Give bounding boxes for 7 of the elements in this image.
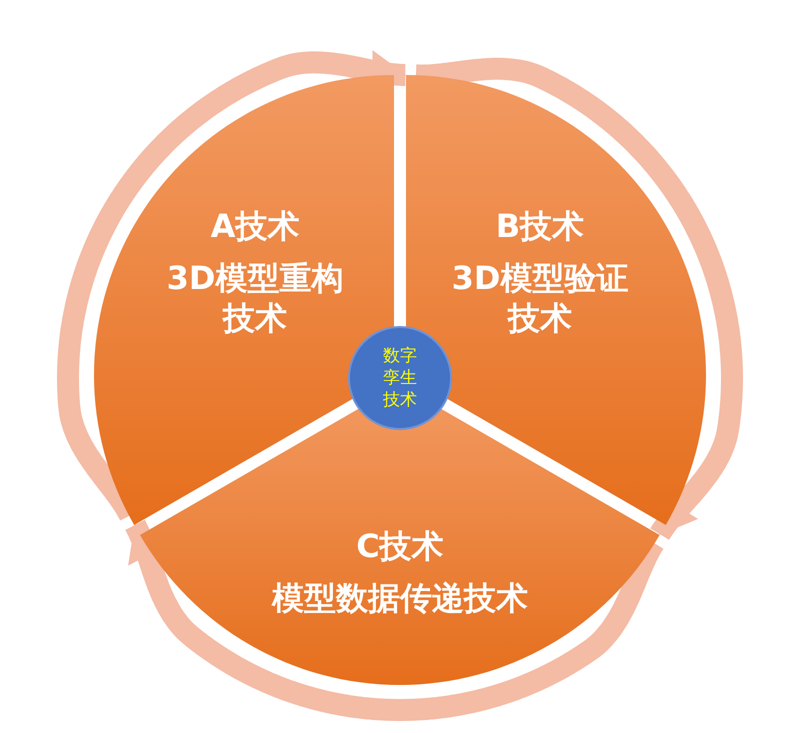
circle-label: 数字孪生技术 [382,344,418,412]
sector-title: C技术 [356,526,444,566]
sector-text: 3D模型验证技术 [450,258,630,338]
sector-text: 3D模型重构技术 [166,258,344,338]
sector-title: A技术 [210,206,300,246]
sector-title: B技术 [496,206,584,246]
sector-text: 模型数据传递技术 [272,578,528,618]
